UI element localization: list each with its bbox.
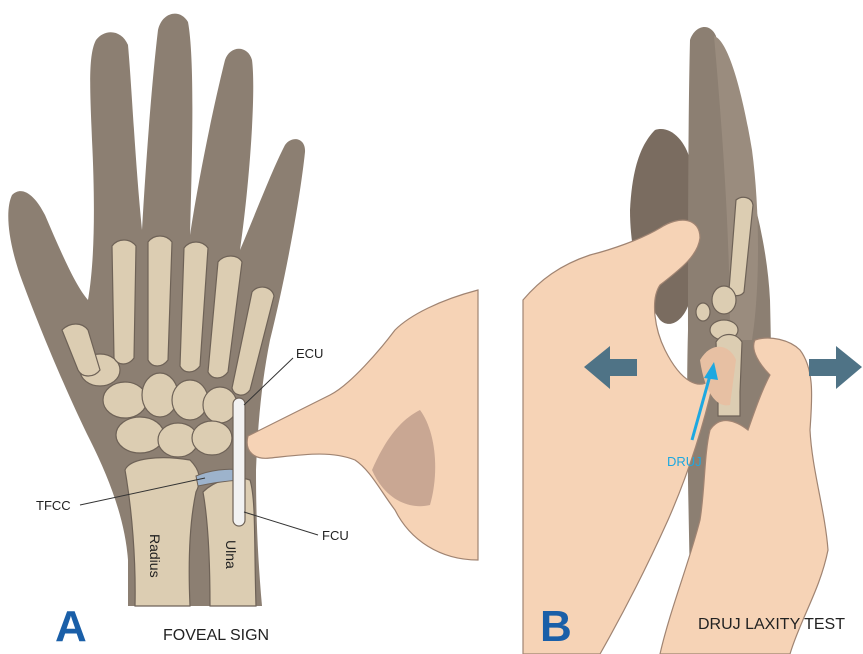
label-ulna: Ulna	[223, 540, 239, 569]
tendon-strip	[233, 398, 245, 526]
label-fcu: FCU	[322, 528, 349, 543]
label-tfcc: TFCC	[36, 498, 71, 513]
label-druj: DRUJ	[667, 454, 702, 469]
panel-b-letter: B	[540, 602, 572, 651]
label-radius: Radius	[147, 534, 163, 578]
panel-a-letter: A	[55, 602, 87, 651]
arrow-right-icon	[809, 346, 862, 389]
examiner-finger	[247, 290, 478, 560]
panel-b: DRUJ B DRUJ LAXITY TEST	[523, 27, 862, 654]
panel-a-caption: FOVEAL SIGN	[163, 627, 269, 644]
radius-bone	[125, 458, 199, 606]
label-ecu: ECU	[296, 346, 323, 361]
panel-a: ECU TFCC FCU Radius Ulna A FOVEAL SIGN	[8, 14, 478, 651]
panel-b-caption: DRUJ LAXITY TEST	[698, 616, 845, 633]
